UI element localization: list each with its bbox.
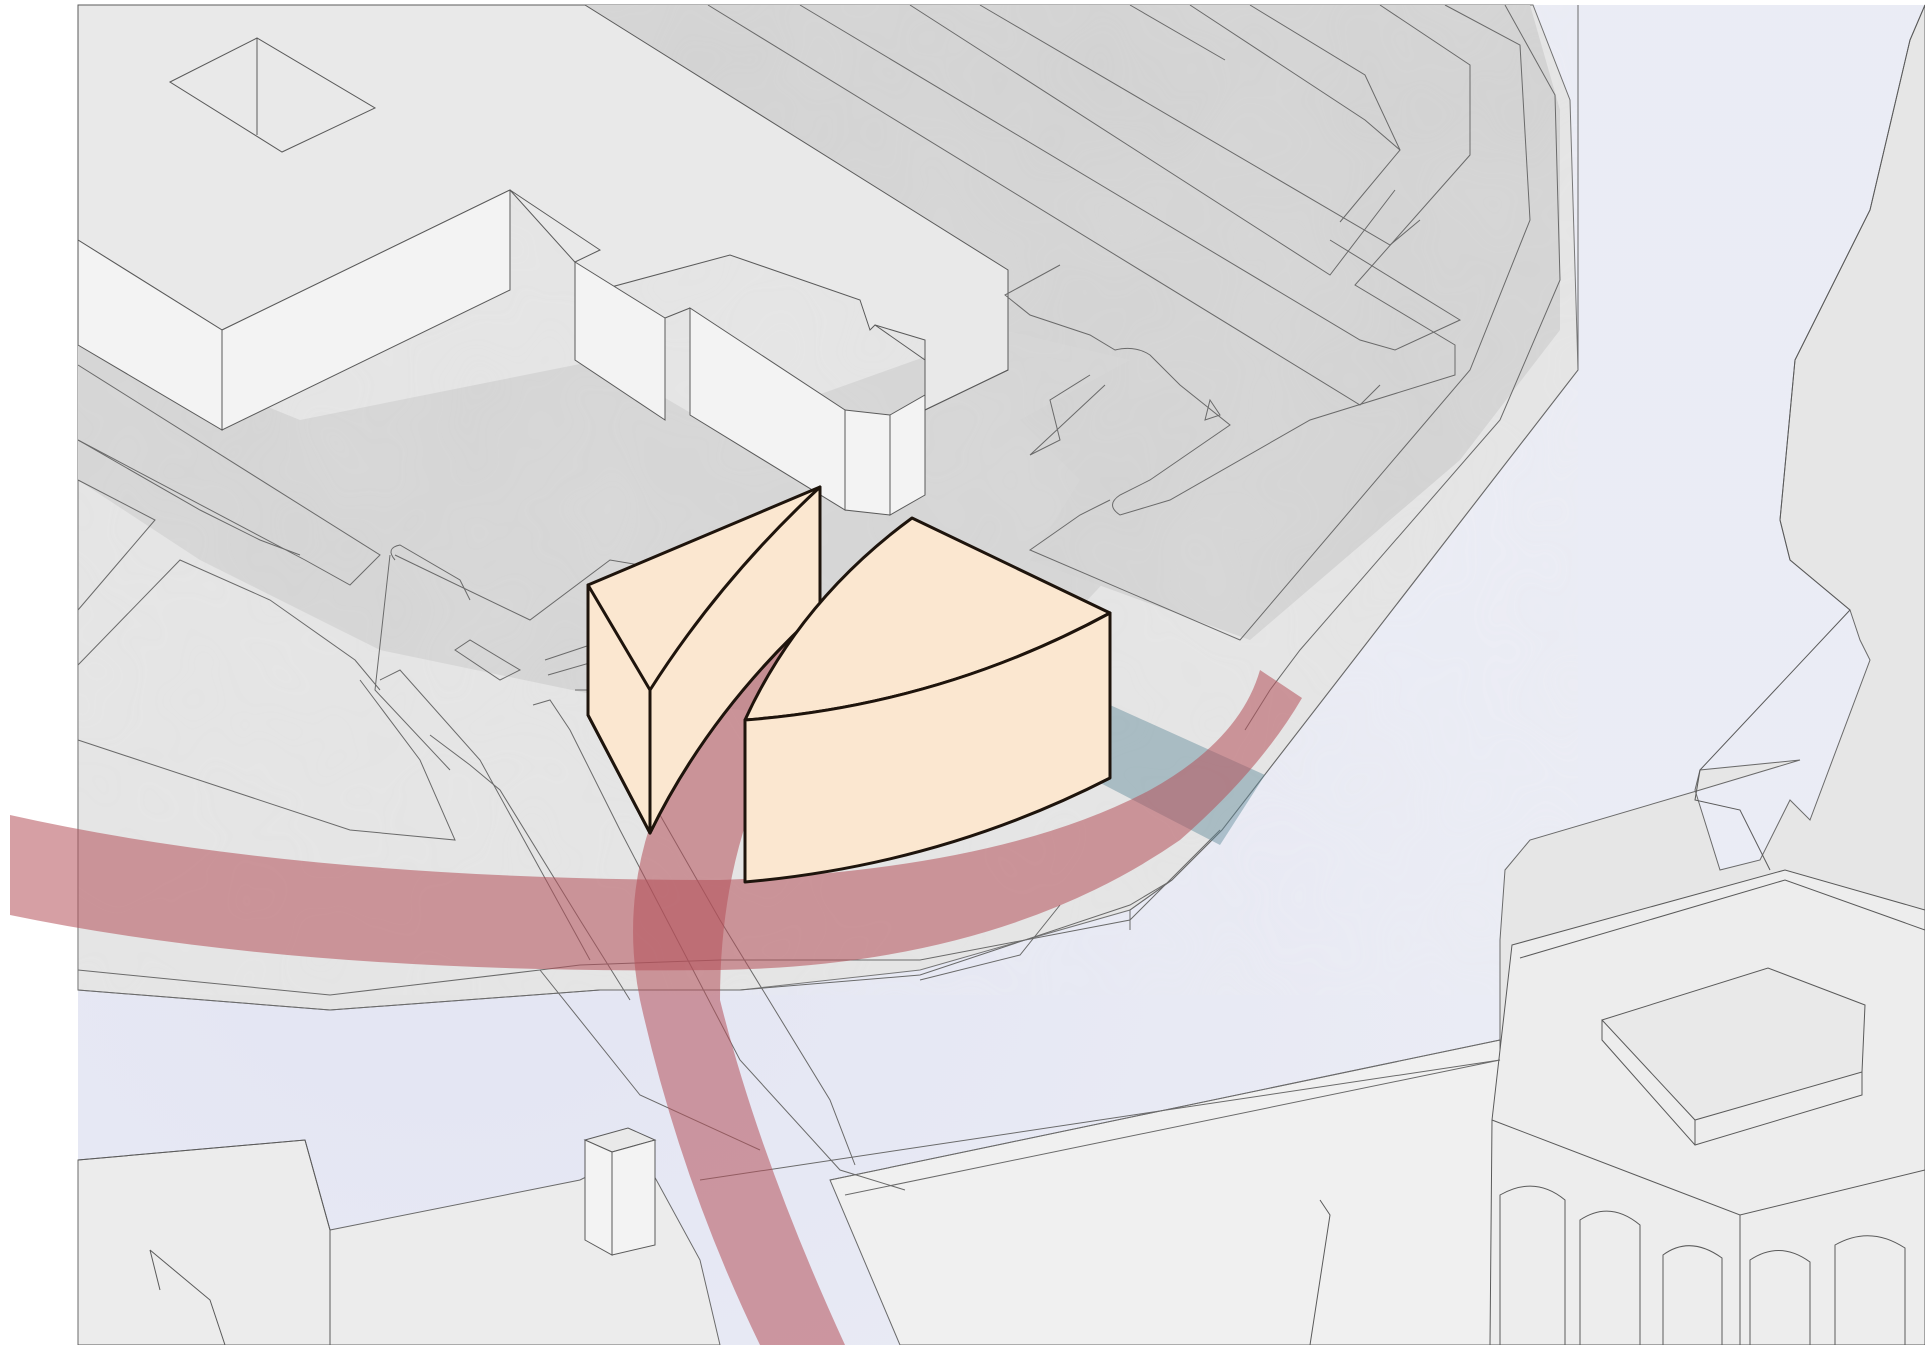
building-lower-small	[585, 1128, 655, 1255]
